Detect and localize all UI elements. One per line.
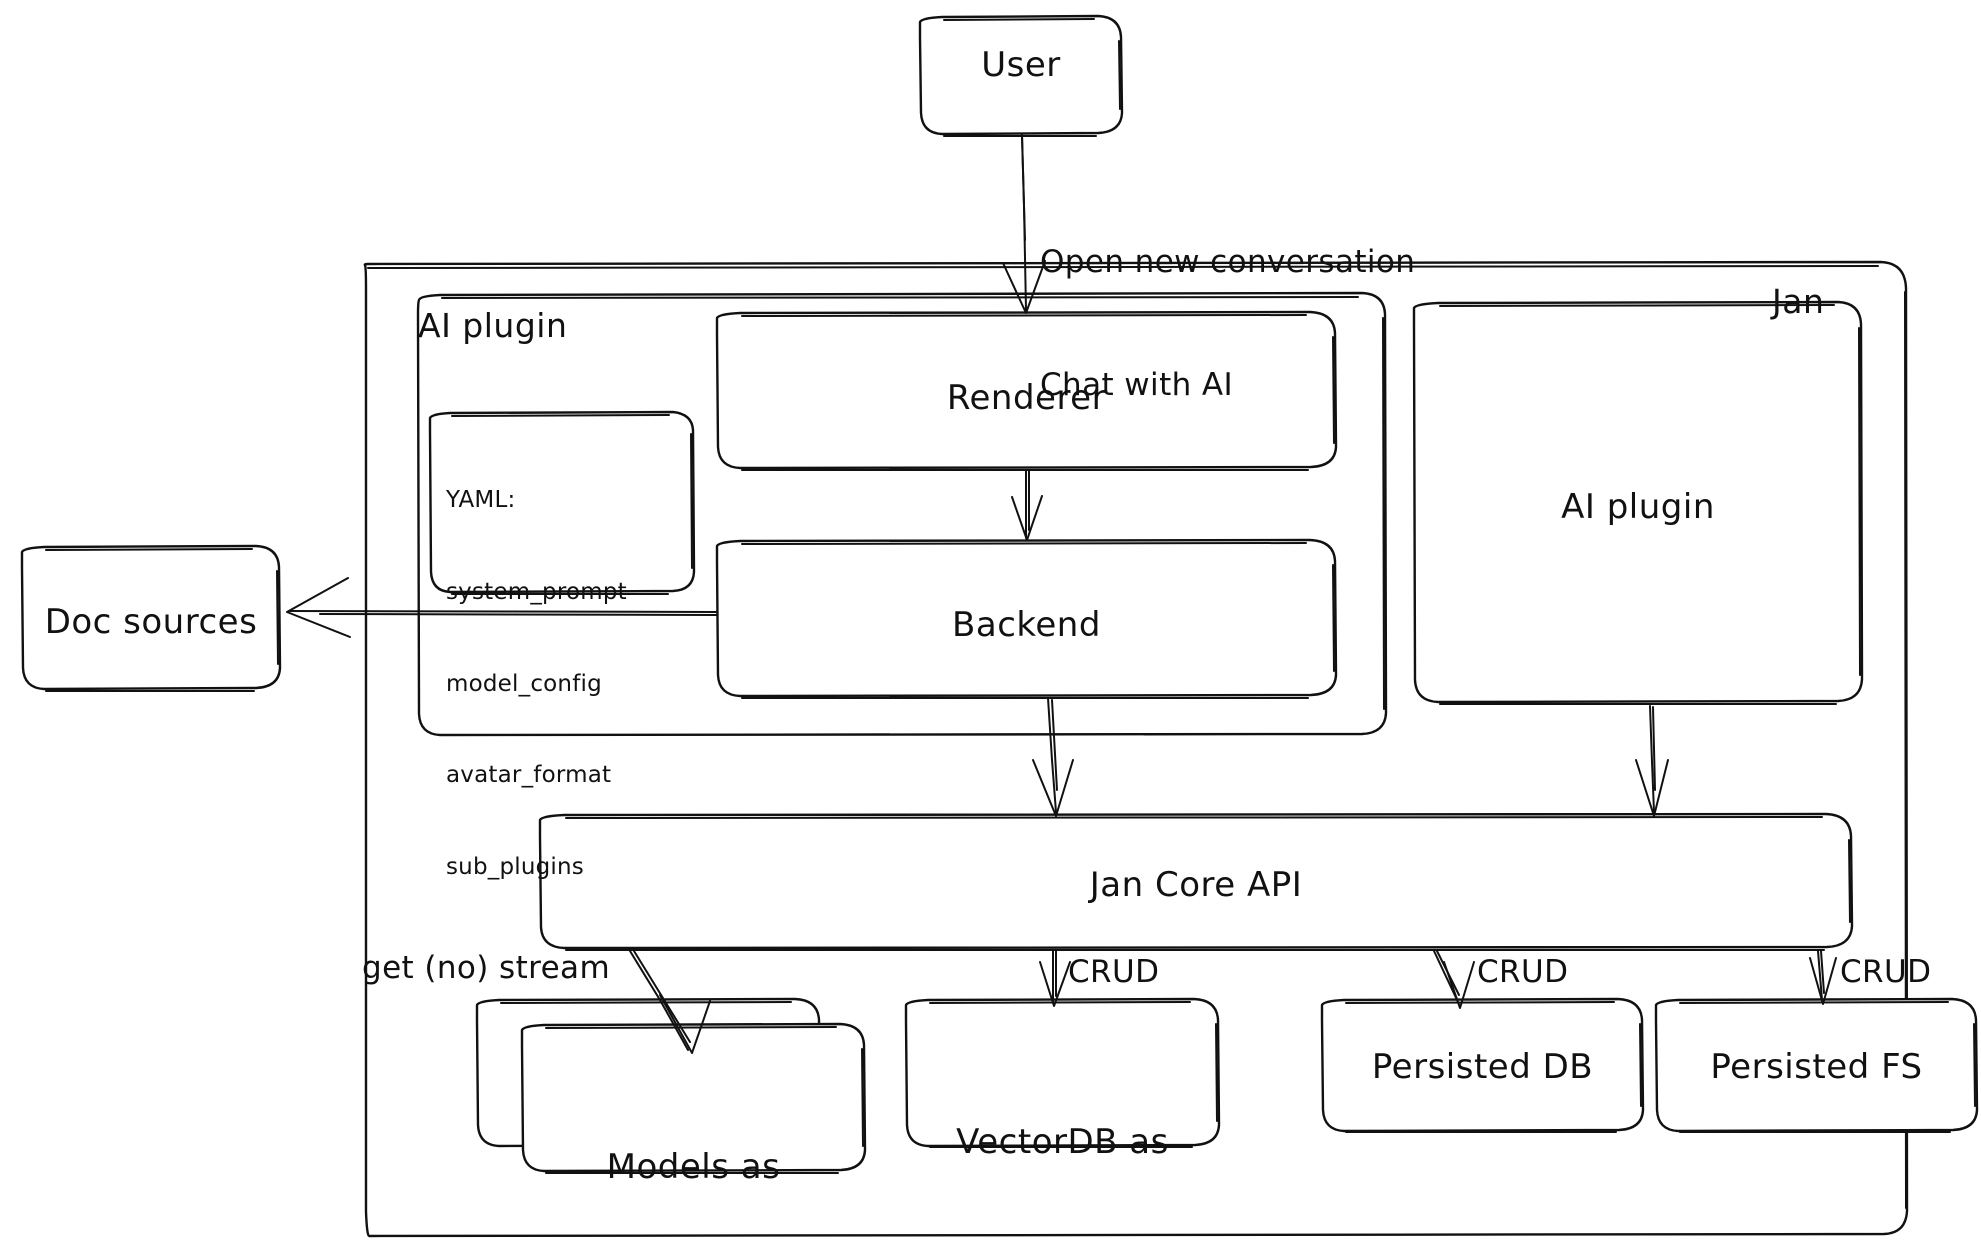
- models-plugin-label: Models as plugin: [522, 1059, 865, 1246]
- ai-plugin-group-shape: [416, 291, 1388, 737]
- edge-core-api-to-vectordb: [1039, 950, 1071, 1007]
- edge-label-crud-persisted-db: CRUD: [1477, 954, 1569, 990]
- yaml-line-1: system_prompt: [446, 578, 627, 605]
- yaml-card-text: YAML: system_prompt model_config avatar_…: [446, 424, 696, 944]
- persisted-db-box-shape: [1320, 997, 1645, 1133]
- vectordb-plugin-box-shape: [904, 997, 1221, 1148]
- edge-label-crud-persisted-fs: CRUD: [1840, 954, 1932, 990]
- ai-plugin-right-label: AI plugin: [1561, 487, 1715, 527]
- doc-sources-box-shape: [20, 544, 282, 692]
- persisted-fs-box-shape: [1654, 997, 1979, 1133]
- edge-renderer-to-backend: [1011, 469, 1043, 541]
- edge-ai-plugin-to-core-api: [1635, 705, 1669, 817]
- edge-label-user-to-renderer: Open new conversation Chat with AI: [1040, 160, 1415, 487]
- renderer-label: Renderer: [946, 378, 1107, 418]
- edge-label-get-no-stream: get (no) stream: [362, 950, 611, 986]
- edge-core-api-to-models: [629, 950, 711, 1054]
- edge-user-to-renderer: [1002, 134, 1046, 314]
- ai-plugin-right-box-shape: [1412, 300, 1864, 705]
- edge-label-line2: Chat with AI: [1040, 366, 1234, 403]
- vectordb-plugin-line1: VectorDB as: [956, 1122, 1169, 1163]
- vectordb-plugin-label: VectorDB as plugin: [906, 1034, 1219, 1246]
- backend-box-shape: [715, 538, 1338, 699]
- edge-label-line1: Open new conversation: [1040, 243, 1416, 280]
- edge-backend-to-core-api: [1032, 697, 1074, 817]
- yaml-line-3: avatar_format: [446, 762, 612, 789]
- edge-core-api-to-persisted-db: [1433, 950, 1475, 1009]
- backend-label: Backend: [952, 605, 1101, 645]
- jan-container-label: Jan: [1772, 282, 1825, 321]
- persisted-db-label: Persisted DB: [1371, 1047, 1594, 1087]
- doc-sources-label: Doc sources: [44, 602, 258, 642]
- jan-core-api-box-shape: [538, 812, 1854, 951]
- yaml-line-2: model_config: [446, 670, 602, 697]
- models-plugin-box-shape: [520, 1022, 867, 1174]
- edge-core-api-to-persisted-fs: [1809, 950, 1837, 1005]
- yaml-card-shape: [428, 410, 696, 595]
- edge-label-crud-vectordb: CRUD: [1068, 954, 1160, 990]
- jan-core-api-label: Jan Core API: [1089, 865, 1303, 905]
- yaml-line-0: YAML:: [446, 487, 516, 514]
- models-plugin-line1: Models as: [606, 1147, 781, 1188]
- yaml-line-4: sub_plugins: [446, 854, 584, 881]
- user-box-shape: [918, 14, 1124, 137]
- persisted-fs-label: Persisted FS: [1710, 1047, 1923, 1087]
- ai-plugin-group-label: AI plugin: [418, 306, 568, 345]
- edge-backend-to-doc-sources: [286, 577, 717, 638]
- user-label: User: [981, 45, 1061, 85]
